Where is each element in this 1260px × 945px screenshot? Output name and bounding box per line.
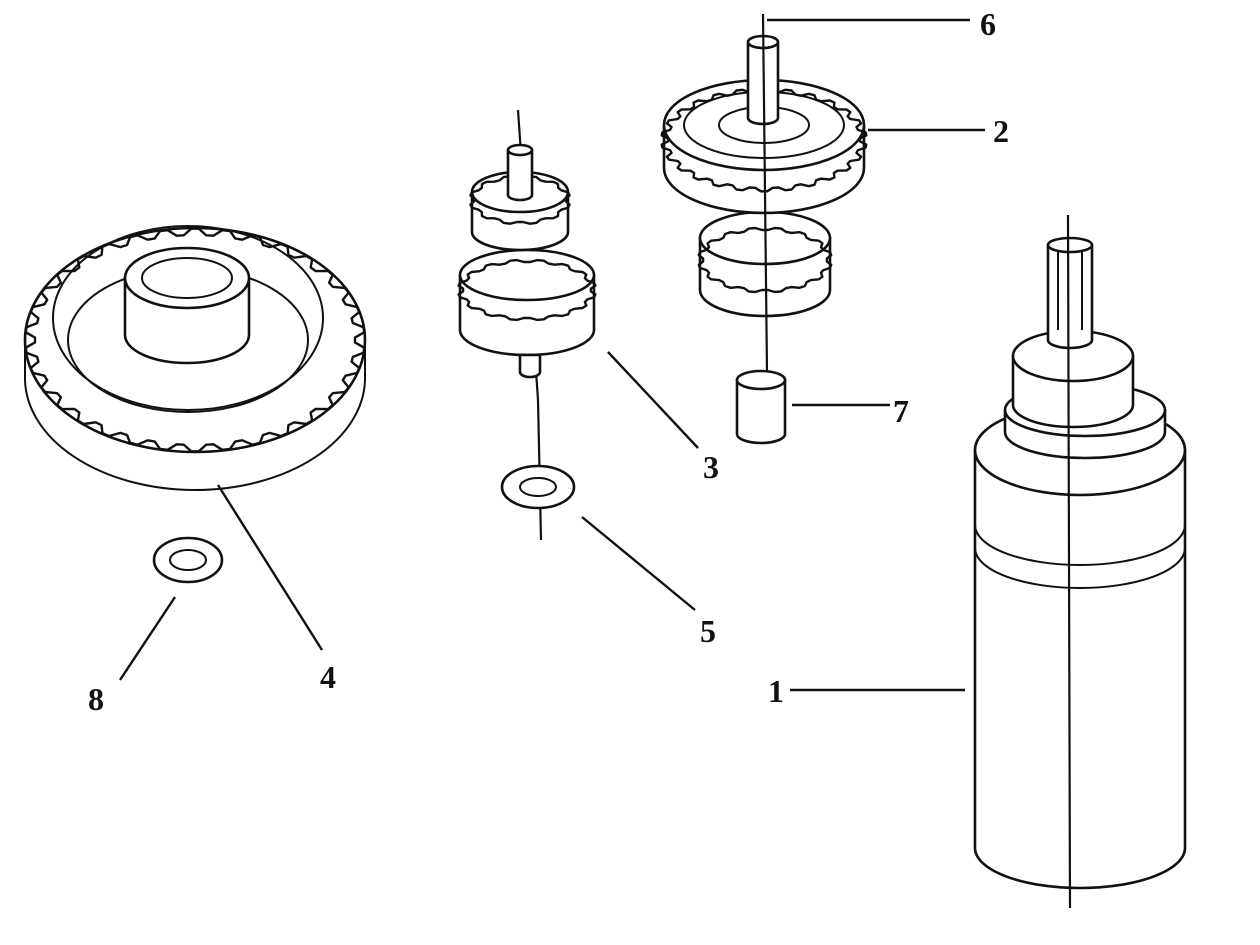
- part-4-large-gear: [23, 225, 367, 491]
- callout-5: 5: [700, 613, 716, 649]
- callout-4: 4: [320, 659, 336, 695]
- part-2-lower-gear-teeth: [697, 226, 833, 294]
- part-1-motor: [973, 214, 1187, 909]
- callout-8: 8: [88, 681, 104, 717]
- part-2-upper-gear-teeth: [660, 87, 868, 193]
- callout-6: 6: [980, 6, 996, 42]
- part-8-washer: [152, 536, 224, 584]
- leader-4: [216, 484, 324, 651]
- callout-7: 7: [893, 393, 909, 429]
- part-5-washer: [500, 399, 576, 541]
- leader-3: [607, 351, 699, 449]
- part-3-cluster-gear: [457, 109, 597, 401]
- part-4-gear-teeth: [24, 227, 366, 453]
- part-3-upper-gear-teeth: [469, 175, 571, 225]
- leader-5: [581, 516, 696, 611]
- part-7-bushing: [735, 369, 787, 445]
- leader-8: [118, 596, 177, 681]
- part-3-lower-gear-teeth: [457, 258, 597, 322]
- callout-2: 2: [993, 113, 1009, 149]
- callout-1: 1: [768, 673, 784, 709]
- part-2-double-gear: [660, 13, 868, 373]
- callout-3: 3: [703, 449, 719, 485]
